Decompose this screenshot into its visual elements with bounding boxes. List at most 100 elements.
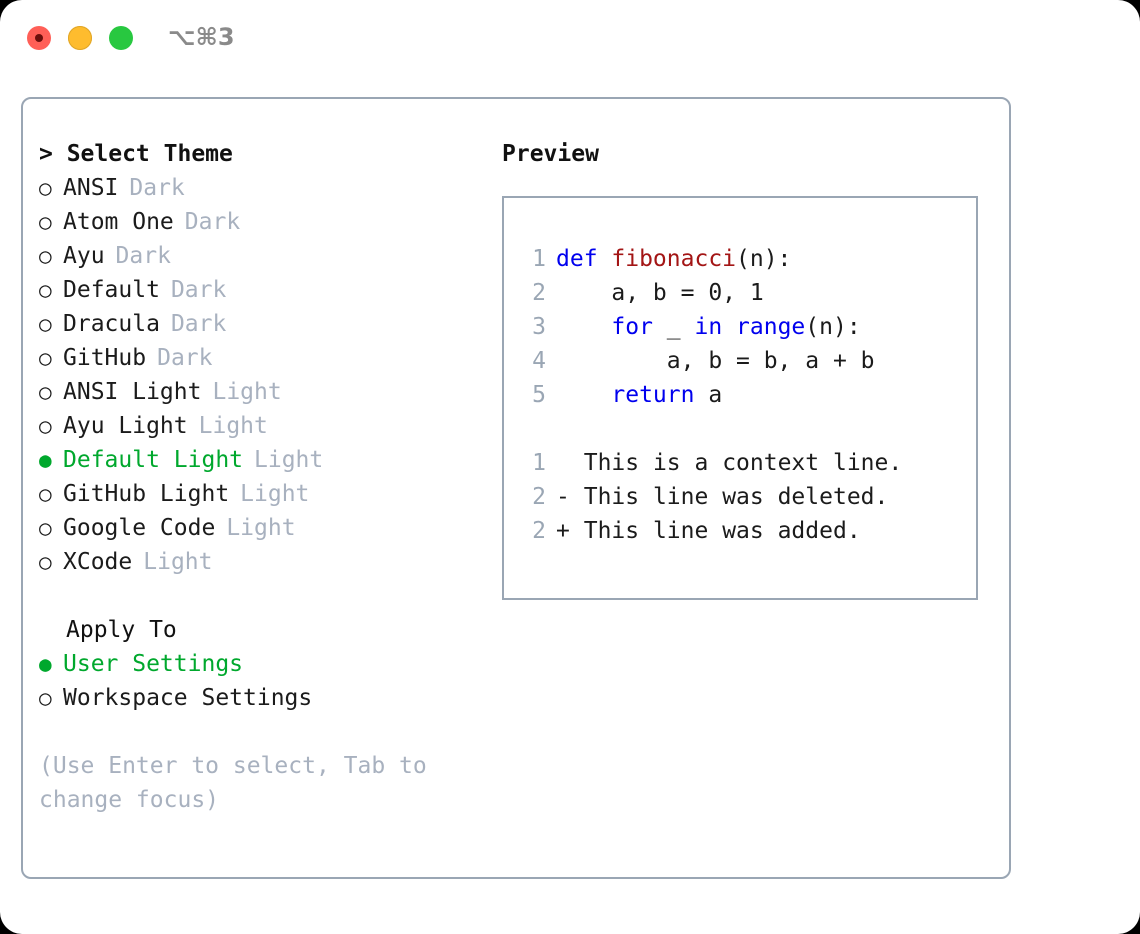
- theme-option-ayu[interactable]: ○ Ayu Dark: [39, 239, 479, 273]
- maximize-window-icon[interactable]: [109, 26, 133, 50]
- diff-marker: -: [556, 484, 570, 510]
- theme-option-default-light[interactable]: ● Default Light Light: [39, 443, 479, 477]
- code-text: def fibonacci(n):: [556, 242, 791, 276]
- theme-option-ayu-light[interactable]: ○ Ayu Light Light: [39, 409, 479, 443]
- code-token: in: [694, 314, 723, 340]
- theme-option-label: Ayu: [63, 243, 105, 269]
- keyboard-shortcut-label: ⌥⌘3: [168, 23, 235, 51]
- code-token: [556, 314, 611, 340]
- keyboard-hint-text: (Use Enter to select, Tab to change focu…: [39, 753, 441, 813]
- code-token: a, b = b, a + b: [556, 348, 875, 374]
- code-text: a, b = 0, 1: [556, 276, 763, 310]
- code-text: return a: [556, 378, 722, 412]
- code-line: 1 def fibonacci(n):: [522, 242, 976, 276]
- radio-selected-icon: ●: [39, 652, 52, 676]
- theme-option-label: Atom One: [63, 209, 174, 235]
- theme-option-ansi-light[interactable]: ○ ANSI Light Light: [39, 375, 479, 409]
- code-line: 5 return a: [522, 378, 976, 412]
- theme-variant-tag: Dark: [184, 209, 241, 235]
- theme-variant-tag: Dark: [129, 175, 185, 201]
- code-token: range: [736, 314, 806, 340]
- line-number: 3: [532, 314, 546, 340]
- code-line: 4 a, b = b, a + b: [522, 344, 976, 378]
- title-bar: ⌥⌘3: [0, 0, 1140, 78]
- code-token: (n):: [736, 246, 792, 272]
- theme-option-atom-one[interactable]: ○ Atom One Dark: [39, 205, 479, 239]
- radio-unselected-icon: ○: [39, 244, 52, 268]
- radio-unselected-icon: ○: [39, 210, 52, 234]
- code-line: 3 for _ in range(n):: [522, 310, 976, 344]
- apply-to-option-user-settings[interactable]: ● User Settings: [39, 647, 479, 681]
- minimize-window-icon[interactable]: [68, 26, 92, 50]
- theme-variant-tag: Light: [143, 549, 213, 575]
- line-number: 1: [532, 246, 546, 272]
- theme-option-dracula[interactable]: ○ Dracula Dark: [39, 307, 479, 341]
- theme-option-label: GitHub: [63, 345, 147, 371]
- theme-variant-tag: Dark: [115, 243, 171, 269]
- radio-unselected-icon: ○: [39, 482, 52, 506]
- radio-selected-icon: ●: [39, 448, 52, 472]
- theme-option-label: Google Code: [63, 515, 216, 541]
- diff-marker: [556, 450, 570, 476]
- theme-option-label: Ayu Light: [63, 413, 188, 439]
- radio-unselected-icon: ○: [39, 550, 52, 574]
- theme-variant-tag: Light: [226, 515, 296, 541]
- radio-unselected-icon: ○: [39, 312, 52, 336]
- theme-option-label: ANSI: [63, 175, 119, 201]
- theme-option-ansi[interactable]: ○ ANSI Dark: [39, 171, 479, 205]
- apply-to-option-list[interactable]: ● User Settings ○ Workspace Settings: [39, 647, 479, 715]
- theme-option-github[interactable]: ○ GitHub Dark: [39, 341, 479, 375]
- line-number: 5: [532, 382, 546, 408]
- diff-line: 2 + This line was added.: [522, 514, 976, 548]
- theme-option-label: Dracula: [63, 311, 160, 337]
- theme-variant-tag: Light: [198, 413, 268, 439]
- preview-heading: Preview: [502, 141, 599, 167]
- apply-to-option-workspace-settings[interactable]: ○ Workspace Settings: [39, 681, 479, 715]
- line-number: 2: [532, 518, 546, 544]
- theme-option-label: Default Light: [63, 447, 244, 473]
- apply-to-option-label: Workspace Settings: [63, 685, 313, 711]
- theme-option-github-light[interactable]: ○ GitHub Light Light: [39, 477, 479, 511]
- diff-line: 1 This is a context line.: [522, 446, 976, 480]
- apply-to-option-label: User Settings: [63, 651, 244, 677]
- radio-unselected-icon: ○: [39, 346, 52, 370]
- code-line: 2 a, b = 0, 1: [522, 276, 976, 310]
- diff-text: + This line was added.: [556, 514, 861, 548]
- theme-variant-tag: Dark: [170, 311, 227, 337]
- theme-option-google-code[interactable]: ○ Google Code Light: [39, 511, 479, 545]
- radio-unselected-icon: ○: [39, 516, 52, 540]
- theme-variant-tag: Light: [254, 447, 324, 473]
- select-theme-heading: > Select Theme: [39, 141, 233, 167]
- line-number: 4: [532, 348, 546, 374]
- radio-unselected-icon: ○: [39, 380, 52, 404]
- diff-line-text: This is a context line.: [583, 450, 903, 476]
- theme-variant-tag: Light: [212, 379, 282, 405]
- window-controls: [27, 26, 133, 50]
- theme-variant-tag: Dark: [157, 345, 213, 371]
- theme-option-label: ANSI Light: [63, 379, 202, 405]
- code-token: a: [694, 382, 723, 408]
- diff-line: 2- This line was deleted.: [522, 480, 976, 514]
- radio-unselected-icon: ○: [39, 176, 52, 200]
- close-window-icon[interactable]: [27, 26, 51, 50]
- code-token: (n):: [805, 314, 861, 340]
- code-token: [556, 382, 611, 408]
- radio-unselected-icon: ○: [39, 686, 52, 710]
- radio-unselected-icon: ○: [39, 414, 52, 438]
- line-number: 2: [532, 280, 546, 306]
- theme-variant-tag: Dark: [170, 277, 227, 303]
- radio-unselected-icon: ○: [39, 278, 52, 302]
- theme-variant-tag: Light: [240, 481, 310, 507]
- theme-option-label: GitHub Light: [63, 481, 230, 507]
- code-token: def: [556, 246, 612, 272]
- code-token: return: [611, 382, 695, 408]
